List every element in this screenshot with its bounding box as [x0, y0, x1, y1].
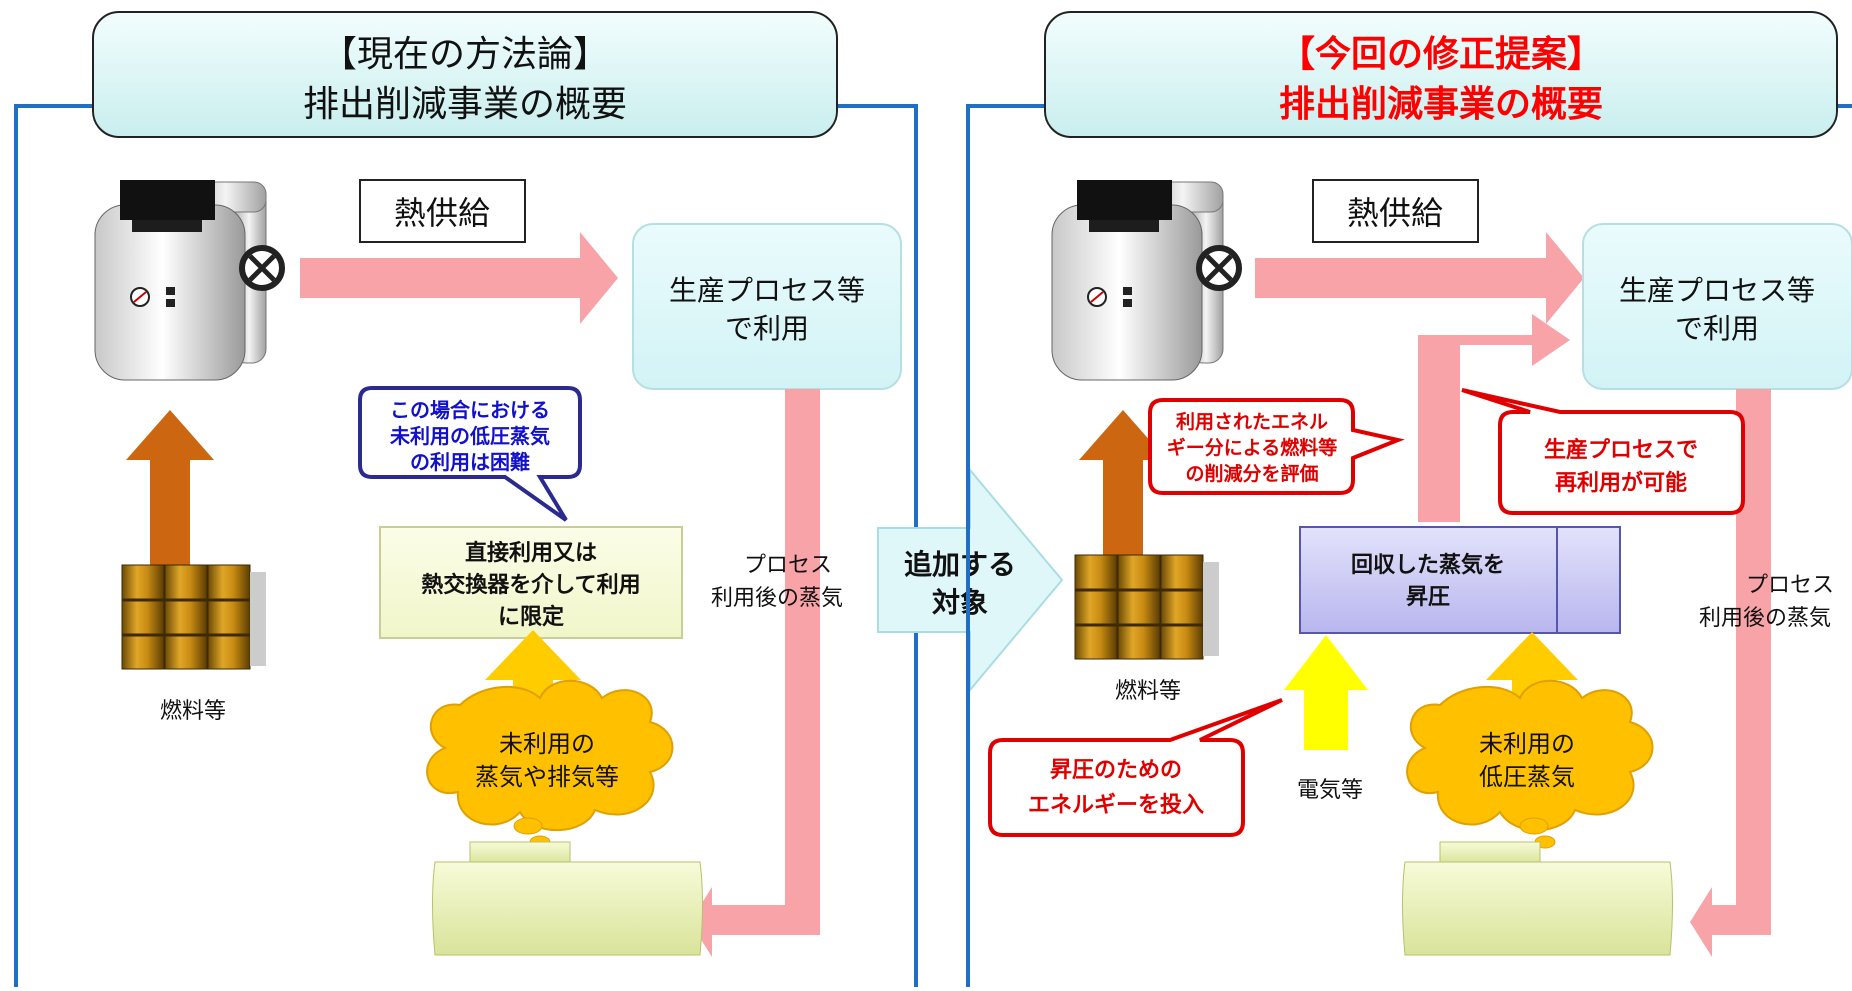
left-after-line1: プロセス	[744, 553, 832, 578]
right-heat-supply-label: 熱供給	[1347, 194, 1443, 232]
right-cloud	[1406, 679, 1654, 849]
left-direct-line2: 熱交換器を介して利用	[421, 572, 640, 598]
right-callout-input	[988, 698, 1283, 837]
right-title-box	[1044, 11, 1838, 138]
left-fuel-label: 燃料等	[160, 699, 226, 724]
right-process-line2: で利用	[1675, 312, 1759, 345]
left-after-line2: 利用後の蒸気	[711, 586, 843, 611]
right-compress-line2: 昇圧	[1406, 585, 1450, 610]
left-callout-line2: 未利用の低圧蒸気	[390, 424, 550, 448]
left-title-line1: 【現在の方法論】	[321, 34, 609, 75]
right-process-box	[1582, 223, 1852, 390]
right-panel-frame	[966, 104, 1852, 987]
right-recovered-arrow	[1418, 314, 1570, 522]
right-callout-input-line2: エネルギーを投入	[1028, 793, 1204, 818]
left-callout	[358, 386, 582, 522]
left-callout-line1: この場合における	[390, 398, 550, 422]
left-fuel-arrow	[126, 410, 214, 565]
right-callout-reuse	[1461, 388, 1745, 515]
right-compress-line1: 回収した蒸気を	[1351, 552, 1505, 578]
left-process-line1: 生産プロセス等	[669, 274, 865, 307]
right-fuel-label: 燃料等	[1115, 679, 1181, 704]
left-panel: 【現在の方法論】 排出削減事業の概要 熱供給 生産プロセス等 で利用 プロセス …	[14, 11, 918, 987]
left-heat-supply-label: 熱供給	[394, 194, 490, 232]
right-tank-icon	[1402, 841, 1673, 956]
right-cloud-line1: 未利用の	[1479, 730, 1575, 758]
right-after-line1: プロセス	[1746, 573, 1834, 598]
right-cloud-line2: 低圧蒸気	[1479, 763, 1575, 791]
right-fuel-arrow	[1079, 410, 1167, 565]
right-title-line2: 排出削減事業の概要	[1279, 84, 1603, 125]
right-callout-reuse-line2: 再利用が可能	[1555, 470, 1687, 496]
left-direct-line3: に限定	[498, 604, 564, 630]
left-steam-arrow	[485, 630, 581, 720]
boiler-burner	[120, 180, 215, 220]
add-target-line2: 対象	[932, 586, 988, 619]
right-steam-arrow	[1486, 632, 1578, 720]
right-compress-box	[1299, 526, 1621, 634]
left-title-line2: 排出削減事業の概要	[303, 84, 627, 125]
left-return-arrow	[690, 389, 820, 957]
left-direct-line1: 直接利用又は	[465, 540, 597, 566]
left-heat-supply-box	[359, 179, 526, 243]
right-boiler-icon	[1051, 180, 1242, 381]
left-panel-frame	[14, 104, 918, 987]
right-electric-label: 電気等	[1297, 778, 1363, 803]
right-callout-input-line1: 昇圧のための	[1050, 758, 1182, 783]
right-title-line1: 【今回の修正提案】	[1279, 34, 1603, 75]
right-heat-supply-box	[1312, 179, 1479, 243]
right-after-line2: 利用後の蒸気	[1699, 606, 1831, 631]
right-heat-arrow	[1255, 232, 1584, 324]
add-target-line1: 追加する	[904, 548, 1016, 581]
left-process-box	[632, 223, 902, 390]
right-fuel-drums-icon	[1074, 554, 1219, 660]
right-callout-evaluation	[1148, 398, 1405, 495]
right-callout-eval-line2: ギー分による燃料等	[1167, 436, 1337, 459]
right-electric-arrow	[1284, 635, 1368, 750]
left-title-box	[92, 11, 838, 138]
left-callout-line3: の利用は困難	[410, 450, 530, 474]
right-panel: 【今回の修正提案】 排出削減事業の概要 熱供給 生産プロセス等 で利用 プロセス…	[966, 11, 1852, 987]
right-return-arrow	[1690, 389, 1771, 957]
right-callout-reuse-line1: 生産プロセスで	[1544, 437, 1698, 463]
right-process-line1: 生産プロセス等	[1619, 274, 1815, 307]
fuel-drums-icon	[121, 564, 266, 670]
right-callout-eval-line1: 利用されたエネル	[1176, 411, 1328, 433]
left-heat-arrow	[300, 232, 618, 324]
left-cloud-line1: 未利用の	[499, 730, 595, 758]
right-callout-eval-line3: の削減分を評価	[1185, 462, 1318, 485]
left-tank-icon	[432, 841, 703, 956]
boiler-burner-base	[132, 220, 202, 232]
boiler-icon	[94, 180, 285, 381]
left-process-line2: で利用	[725, 312, 809, 345]
left-cloud-line2: 蒸気や排気等	[475, 763, 619, 791]
